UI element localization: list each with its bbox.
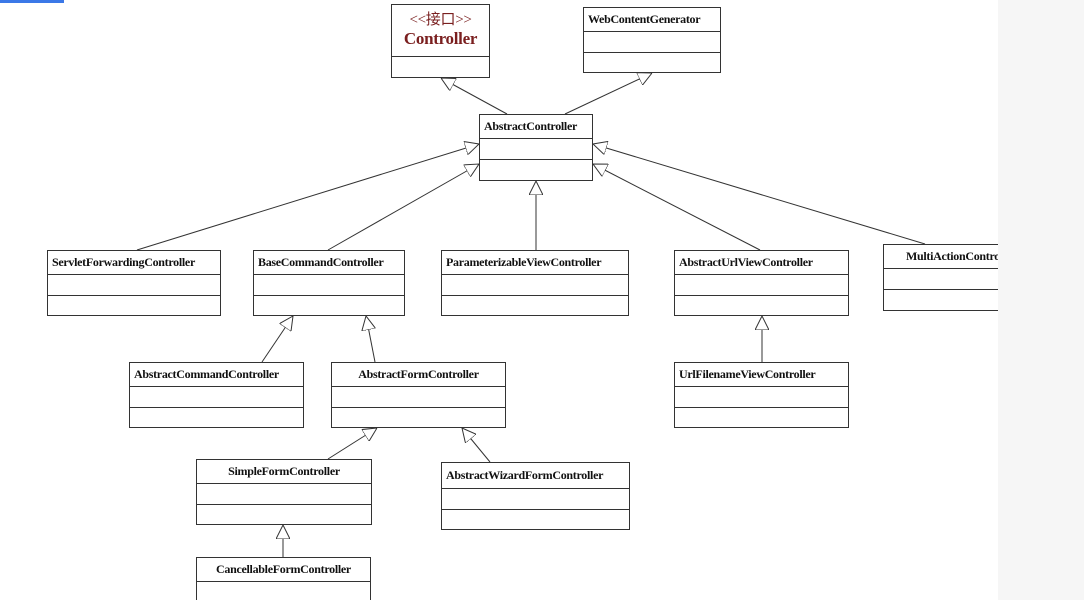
class-name: AbstractCommandController: [130, 363, 303, 387]
edge-abstractform-basecommand: [366, 316, 375, 363]
class-methods-section: [584, 53, 720, 72]
class-box-urlfilenameviewcontroller: UrlFilenameViewController: [674, 362, 849, 428]
class-name: AbstractWizardFormController: [442, 463, 629, 489]
class-box-basecommandcontroller: BaseCommandController: [253, 250, 405, 316]
class-box-simpleformcontroller: SimpleFormController: [196, 459, 372, 525]
class-methods-section: [442, 510, 629, 529]
class-methods-section: [884, 290, 998, 310]
edge-simpleform-abstractform: [327, 428, 377, 460]
edge-abstracturlview-abstractcontroller: [593, 164, 761, 251]
interface-stereotype: <<接口>>: [409, 12, 472, 28]
class-box-abstracturlviewcontroller: AbstractUrlViewController: [674, 250, 849, 316]
class-name: UrlFilenameViewController: [675, 363, 848, 387]
class-name: WebContentGenerator: [584, 8, 720, 32]
class-name: ParameterizableViewController: [442, 251, 628, 275]
class-attributes-section: [197, 484, 371, 505]
class-attributes-section: [480, 139, 592, 160]
class-methods-section: [442, 296, 628, 315]
edge-servletforwarding-abstractcontroller: [136, 144, 479, 251]
class-attributes-section: [48, 275, 220, 296]
class-box-servletforwardingcontroller: ServletForwardingController: [47, 250, 221, 316]
edge-multiaction-abstractcontroller: [593, 144, 926, 245]
page-gutter: [998, 0, 1084, 600]
class-methods-section: [675, 408, 848, 427]
class-methods-section: [130, 408, 303, 427]
class-name: AbstractUrlViewController: [675, 251, 848, 275]
uml-class-diagram: <<接口>> Controller WebContentGenerator Ab…: [47, 0, 998, 600]
class-name: CancellableFormController: [197, 558, 370, 582]
class-attributes-section: [884, 269, 998, 290]
class-box-abstractcommandcontroller: AbstractCommandController: [129, 362, 304, 428]
class-attributes-section: [584, 32, 720, 53]
class-attributes-section: [254, 275, 404, 296]
class-methods-section: [332, 408, 505, 427]
class-name: BaseCommandController: [254, 251, 404, 275]
class-attributes-section: [675, 387, 848, 408]
edge-abstractcontroller-webcontentgenerator: [564, 73, 652, 115]
class-attributes-section: [442, 489, 629, 510]
class-box-parameterizableviewcontroller: ParameterizableViewController: [441, 250, 629, 316]
class-methods-section: [48, 296, 220, 315]
class-methods-section: [254, 296, 404, 315]
edge-abstractcommand-basecommand: [261, 316, 293, 363]
top-accent-bar: [0, 0, 64, 3]
edge-abstractwizardform-abstractform: [462, 428, 491, 463]
class-attributes-section: [130, 387, 303, 408]
class-attributes-section: [197, 582, 370, 600]
class-name: AbstractFormController: [332, 363, 505, 387]
edge-basecommand-abstractcontroller: [327, 164, 479, 251]
class-attributes-section: [675, 275, 848, 296]
class-name: MultiActionController: [884, 245, 998, 269]
class-methods-section: [197, 505, 371, 524]
inheritance-edges: [136, 0, 926, 557]
class-box-controller: <<接口>> Controller: [391, 4, 490, 78]
interface-name: Controller: [403, 29, 478, 48]
class-name: SimpleFormController: [197, 460, 371, 484]
class-box-abstractwizardformcontroller: AbstractWizardFormController: [441, 462, 630, 530]
interface-header: <<接口>> Controller: [392, 5, 489, 57]
class-box-cancellableformcontroller: CancellableFormController: [196, 557, 371, 600]
class-methods-section: [480, 160, 592, 180]
edge-abstractcontroller-controller: [441, 78, 508, 115]
class-box-abstractcontroller: AbstractController: [479, 114, 593, 181]
class-name: ServletForwardingController: [48, 251, 220, 275]
class-attributes-section: [332, 387, 505, 408]
class-box-multiactioncontroller: MultiActionController: [883, 244, 998, 311]
class-box-abstractformcontroller: AbstractFormController: [331, 362, 506, 428]
class-name: AbstractController: [480, 115, 592, 139]
class-attributes-section: [442, 275, 628, 296]
class-methods-section: [675, 296, 848, 315]
class-box-webcontentgenerator: WebContentGenerator: [583, 7, 721, 73]
class-methods-section: [392, 57, 489, 77]
